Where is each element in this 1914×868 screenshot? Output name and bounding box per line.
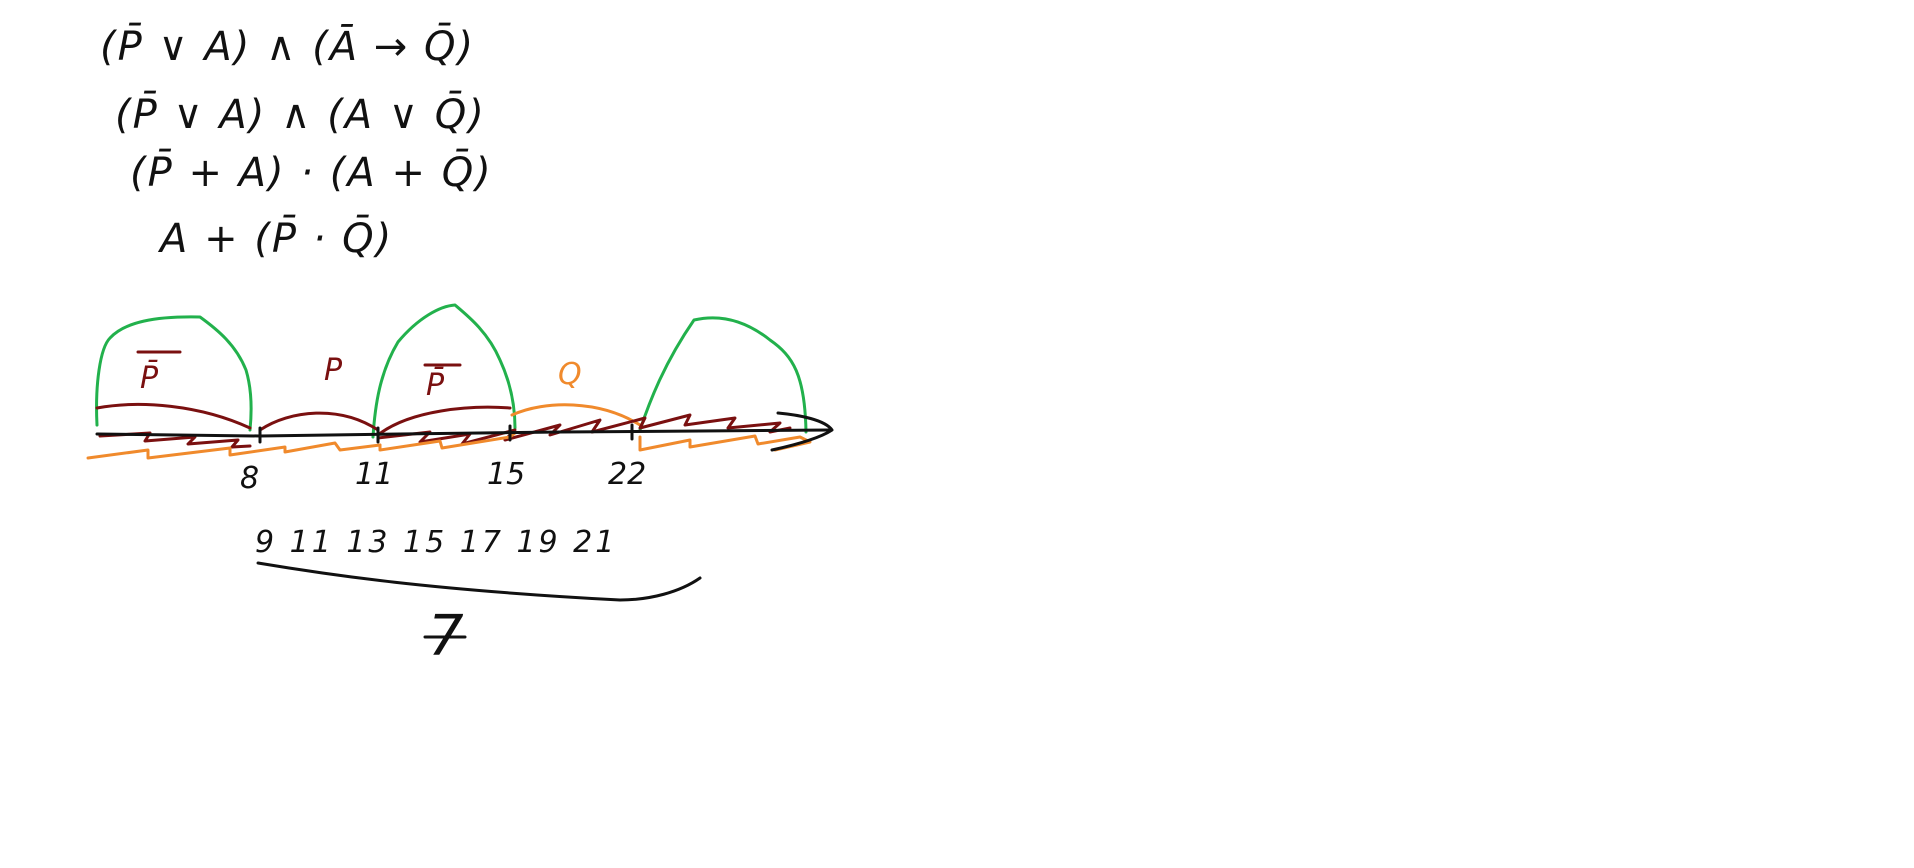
- tick-label-22: 22: [608, 457, 646, 492]
- number-line: [95, 411, 834, 452]
- tick-label-8: 8: [240, 461, 259, 496]
- axis-line: [95, 428, 832, 438]
- result-arcs: [95, 303, 808, 439]
- segment-label-q: Q: [558, 357, 582, 392]
- p-arc: [258, 411, 380, 432]
- not-p-arc-left: [95, 402, 252, 430]
- odd-number-list: 9 11 13 15 17 19 21: [255, 525, 617, 560]
- segment-label-p: P: [324, 353, 343, 388]
- result-arc-middle: [371, 303, 517, 439]
- segment-label-not-p-left: P̄: [140, 360, 159, 396]
- result-arc-right: [638, 316, 808, 434]
- underbrace: [256, 561, 702, 602]
- formula-1: (P̄ ∨ A) ∧ (Ā → Q̄): [100, 22, 475, 70]
- formula-group: (P̄ ∨ A) ∧ (Ā → Q̄) (P̄ ∨ A) ∧ (A ∨ Q̄) …: [100, 22, 493, 262]
- result-arc-left: [95, 315, 253, 432]
- tick-labels: 8 11 15 22: [240, 457, 646, 496]
- not-p-hatch-right: [376, 413, 792, 446]
- formula-2: (P̄ ∨ A) ∧ (A ∨ Q̄): [115, 90, 486, 138]
- tick-label-11: 11: [355, 457, 393, 492]
- tick-label-15: 15: [487, 457, 525, 492]
- segment-label-not-p-middle: P̄: [426, 367, 445, 403]
- p-arcs: [95, 350, 512, 437]
- q-arc: [510, 403, 642, 427]
- formula-4: A + (P̄ · Q̄): [157, 214, 393, 262]
- axis-arrowhead: [770, 411, 834, 452]
- formula-3: (P̄ + A) · (A + Q̄): [130, 148, 493, 196]
- not-p-arc-middle: [376, 405, 512, 437]
- segment-labels: P̄ P P̄ Q: [140, 353, 582, 403]
- q-hatch-left: [86, 441, 382, 460]
